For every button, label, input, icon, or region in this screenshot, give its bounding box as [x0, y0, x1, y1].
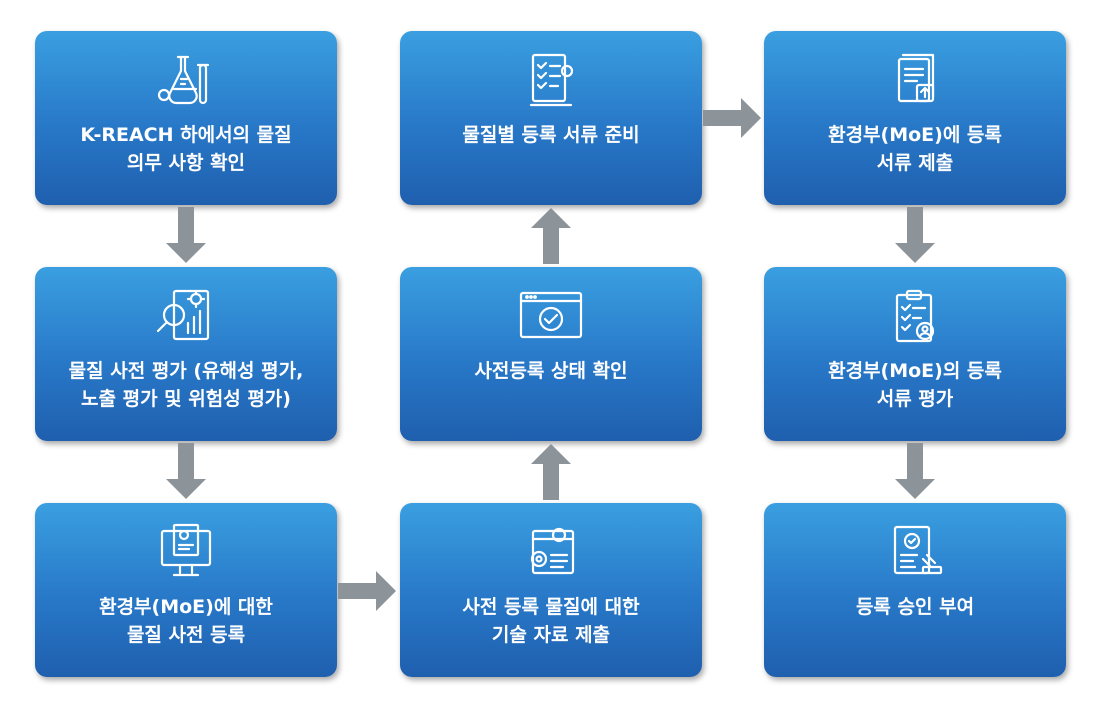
browser-check-icon: [519, 285, 583, 349]
computer-document-icon: [154, 521, 218, 585]
step-label-6: 물질별 등록 서류 준비: [462, 124, 640, 146]
step-box-7: 환경부(MoE)에 등록 서류 제출: [764, 31, 1066, 205]
lab-flask-icon: [154, 49, 218, 113]
technical-document-gear-icon: [519, 521, 583, 585]
clipboard-review-icon: [883, 285, 947, 349]
arrow-down-8-9: [895, 443, 935, 499]
step-label-3: 환경부(MoE)에 대한 물질 사전 등록: [99, 596, 273, 646]
step-box-9: 등록 승인 부여: [764, 503, 1066, 677]
arrow-down-7-8: [895, 207, 935, 263]
checklist-gear-icon: [519, 49, 583, 113]
step-label-4: 사전 등록 물질에 대한 기술 자료 제출: [462, 596, 640, 646]
step-label-1: K-REACH 하에서의 물질 의무 사항 확인: [80, 124, 292, 174]
step-box-3: 환경부(MoE)에 대한 물질 사전 등록: [35, 503, 337, 677]
arrow-up-4-5: [531, 444, 571, 500]
step-label-8: 환경부(MoE)의 등록 서류 평가: [828, 360, 1002, 410]
arrow-down-1-2: [166, 207, 206, 263]
document-upload-icon: [883, 49, 947, 113]
step-box-4: 사전 등록 물질에 대한 기술 자료 제출: [400, 503, 702, 677]
step-label-5: 사전등록 상태 확인: [474, 360, 628, 382]
step-box-6: 물질별 등록 서류 준비: [400, 31, 702, 205]
arrow-up-5-6: [531, 208, 571, 264]
step-box-1: K-REACH 하에서의 물질 의무 사항 확인: [35, 31, 337, 205]
approval-stamp-icon: [883, 521, 947, 585]
arrow-right-6-7: [703, 98, 761, 138]
step-label-9: 등록 승인 부여: [855, 596, 975, 618]
step-box-2: 물질 사전 평가 (유해성 평가, 노출 평가 및 위험성 평가): [35, 267, 337, 441]
step-box-5: 사전등록 상태 확인: [400, 267, 702, 441]
step-box-8: 환경부(MoE)의 등록 서류 평가: [764, 267, 1066, 441]
arrow-right-3-4: [338, 571, 396, 611]
arrow-down-2-3: [166, 443, 206, 499]
step-label-7: 환경부(MoE)에 등록 서류 제출: [828, 124, 1002, 174]
analysis-report-icon: [154, 285, 218, 349]
step-label-2: 물질 사전 평가 (유해성 평가, 노출 평가 및 위험성 평가): [68, 360, 304, 410]
